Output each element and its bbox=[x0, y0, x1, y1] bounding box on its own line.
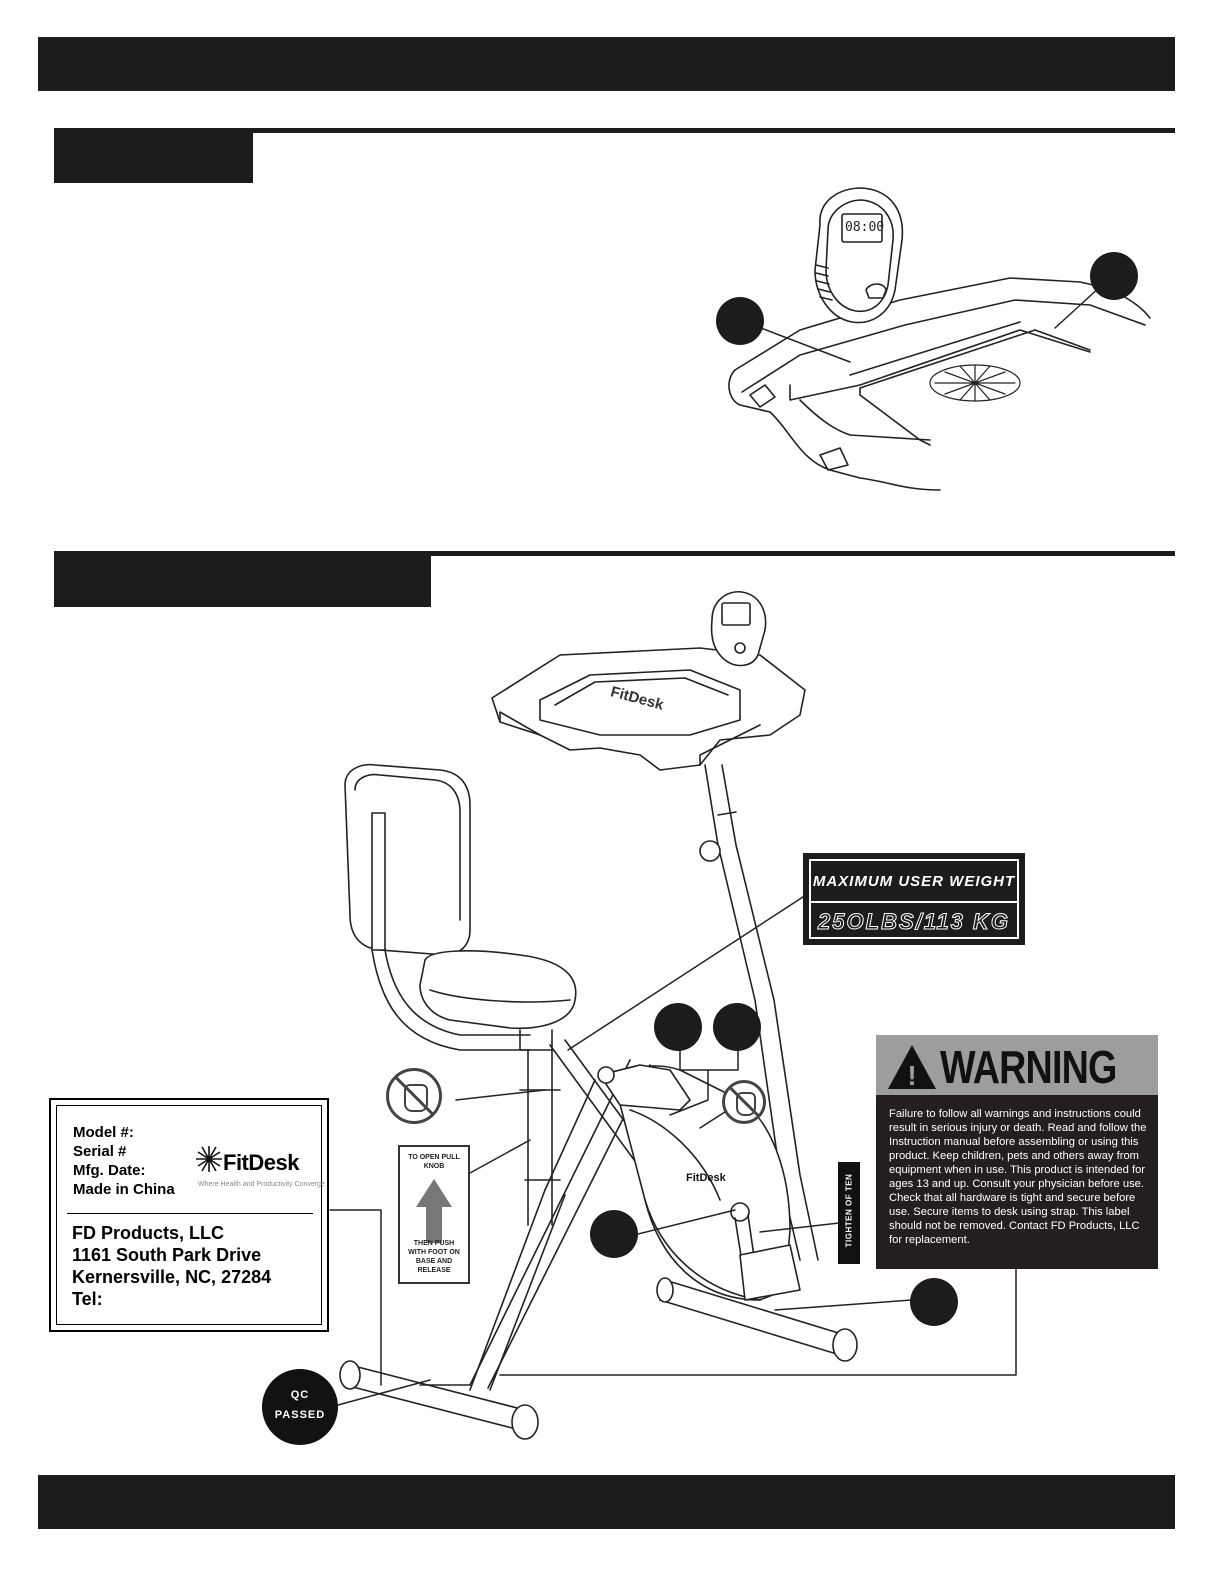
section2-rule bbox=[431, 551, 1175, 556]
label-serial: Serial # bbox=[73, 1143, 127, 1160]
label-mfg-date: Mfg. Date: bbox=[73, 1162, 146, 1179]
label-tagline: Where Health and Productivity Converge bbox=[198, 1181, 325, 1188]
pull-knob-top: TO OPEN PULL KNOB bbox=[408, 1154, 460, 1170]
tighten-label: TIGHTEN OF TEN bbox=[838, 1162, 860, 1264]
label-divider bbox=[67, 1213, 313, 1214]
fitdesk-logo-icon bbox=[196, 1146, 222, 1172]
warning-triangle-icon: ! bbox=[888, 1045, 936, 1091]
callout-5 bbox=[590, 1210, 638, 1258]
warning-text: Failure to follow all warnings and instr… bbox=[889, 1108, 1147, 1246]
max-weight-divider bbox=[811, 901, 1017, 903]
seat-back bbox=[344, 763, 531, 1051]
label-city: Kernersville, NC, 27284 bbox=[72, 1267, 272, 1287]
seat bbox=[419, 950, 577, 1051]
pull-knob-label: TO OPEN PULL KNOB THEN PUSH WITH FOOT ON… bbox=[398, 1145, 470, 1284]
header-bar bbox=[38, 37, 1175, 91]
callout-2 bbox=[1090, 252, 1138, 300]
front-stabilizer bbox=[656, 1277, 858, 1362]
console-display: 08:00 bbox=[845, 220, 885, 235]
warning-label: ! WARNING Failure to follow all warnings… bbox=[876, 1035, 1158, 1269]
max-weight-label: MAXIMUM USER WEIGHT 25OLBS/113 KG bbox=[803, 853, 1025, 945]
section1-tab bbox=[54, 128, 253, 183]
max-weight-value: 25OLBS/113 KG bbox=[818, 909, 1010, 935]
label-model: Model #: bbox=[73, 1124, 134, 1141]
qc-line1: QC bbox=[290, 1389, 310, 1401]
label-made-in: Made in China bbox=[73, 1181, 175, 1198]
section2-tab bbox=[54, 551, 431, 607]
label-tel: Tel: bbox=[72, 1289, 103, 1309]
no-hand-icon bbox=[722, 1080, 766, 1124]
console-detail bbox=[814, 187, 904, 324]
qc-line2: PASSED bbox=[274, 1409, 326, 1421]
section1-rule bbox=[253, 128, 1175, 133]
leader-lines bbox=[329, 275, 1113, 1406]
frame-brand: FitDesk bbox=[686, 1172, 726, 1184]
flywheel-housing bbox=[614, 1065, 791, 1301]
rear-stabilizer bbox=[339, 1360, 539, 1440]
product-label: Model #: Serial # Mfg. Date: Made in Chi… bbox=[49, 1098, 329, 1332]
pedal-crank bbox=[597, 1064, 801, 1301]
bike-console bbox=[710, 591, 767, 667]
warning-header: ! WARNING bbox=[876, 1035, 1158, 1095]
tighten-text: TIGHTEN OF TEN bbox=[844, 1173, 854, 1248]
pull-knob-bottom: THEN PUSH WITH FOOT ON BASE AND RELEASE bbox=[408, 1240, 460, 1274]
no-hand-icon bbox=[386, 1068, 442, 1124]
svg-text:!: ! bbox=[907, 1060, 916, 1091]
arrow-up-icon bbox=[416, 1179, 452, 1243]
x-frame bbox=[469, 1039, 716, 1391]
qc-passed-sticker: QC PASSED bbox=[262, 1369, 338, 1445]
callout-6 bbox=[910, 1278, 958, 1326]
callout-1 bbox=[716, 297, 764, 345]
callout-4 bbox=[713, 1003, 761, 1051]
desk-starburst bbox=[929, 364, 1021, 402]
max-weight-title: MAXIMUM USER WEIGHT bbox=[812, 873, 1016, 890]
warning-title: WARNING bbox=[940, 1041, 1117, 1093]
callout-3 bbox=[654, 1003, 702, 1051]
desk-detail bbox=[728, 277, 1151, 491]
label-brand: FitDesk bbox=[223, 1150, 299, 1175]
label-street: 1161 South Park Drive bbox=[72, 1245, 262, 1265]
footer-bar bbox=[38, 1475, 1175, 1529]
label-company: FD Products, LLC bbox=[72, 1223, 224, 1243]
